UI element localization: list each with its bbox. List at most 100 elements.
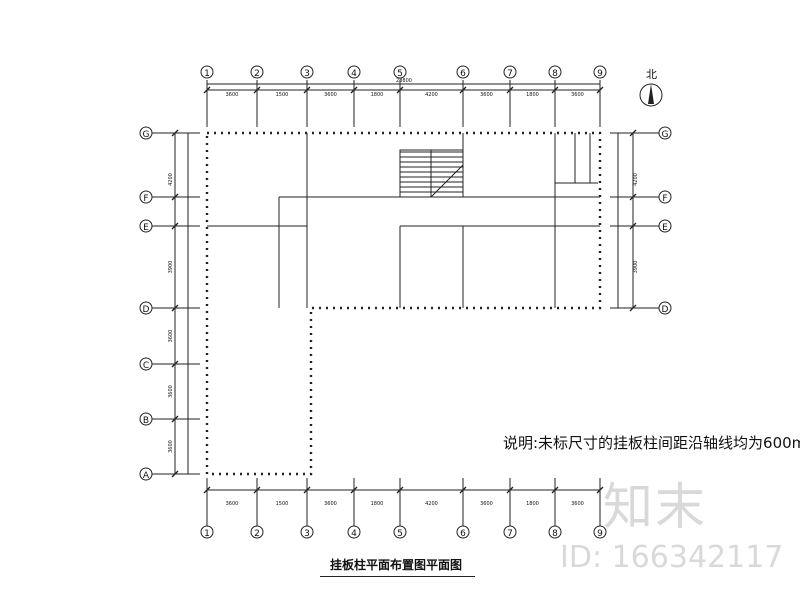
axis-label-bottom: 8 (552, 529, 558, 539)
axis-bubble-bottom (347, 525, 361, 539)
dimension-text-left: 3600 (168, 385, 174, 398)
axis-label-top: 2 (254, 69, 260, 79)
axis-label-left: B (143, 416, 149, 426)
dimension-text-bottom: 1800 (371, 501, 384, 507)
axis-label-bottom: 5 (397, 529, 403, 539)
axis-bubble-top (503, 65, 517, 79)
dimension-text-bottom: 3600 (226, 501, 239, 507)
title-underline (320, 576, 475, 577)
dimension-tick-right (629, 193, 637, 201)
axis-label-left: C (143, 361, 149, 371)
axis-bubble-top (548, 65, 562, 79)
dimension-text-bottom: 4200 (425, 501, 438, 507)
dimension-text-left: 3600 (168, 440, 174, 453)
axis-label-bottom: 1 (204, 529, 210, 539)
dimension-text-top: 3600 (480, 92, 493, 98)
dimension-text-left: 3900 (168, 261, 174, 274)
north-label: 北 (646, 68, 657, 81)
dimension-text-top: 4200 (425, 92, 438, 98)
axis-label-top: 9 (597, 69, 603, 79)
dimension-tick-bottom (396, 486, 404, 494)
axis-label-bottom: 3 (304, 529, 310, 539)
watermark-id: ID: 166342117 (560, 540, 784, 575)
axis-bubble-bottom (393, 525, 407, 539)
axis-bubble-left (139, 126, 153, 140)
axis-label-right: F (662, 194, 667, 204)
axis-label-left: D (143, 305, 150, 315)
axis-bubble-left (139, 357, 153, 371)
north-arrow: 北 (639, 68, 663, 107)
axis-label-top: 8 (552, 69, 558, 79)
dimension-tick-right (629, 222, 637, 230)
dimension-tick-left (171, 193, 179, 201)
axis-label-bottom: 2 (254, 529, 260, 539)
axis-bubble-top (456, 65, 470, 79)
dimension-text-right: 3900 (633, 261, 639, 274)
dimension-text-top-overall: 28800 (396, 78, 412, 84)
dimension-tick-bottom (303, 486, 311, 494)
axis-bubble-bottom (593, 525, 607, 539)
axis-bubble-bottom (503, 525, 517, 539)
dimension-tick-bottom (551, 486, 559, 494)
axis-bubble-right (658, 219, 672, 233)
axis-label-right: G (662, 130, 669, 140)
dimension-text-right: 4200 (633, 173, 639, 186)
dimension-tick-bottom (203, 486, 211, 494)
dimension-text-left: 3600 (168, 330, 174, 343)
dimension-tick-left (171, 470, 179, 478)
axis-bubble-left (139, 219, 153, 233)
dimension-tick-left (171, 222, 179, 230)
axis-bubble-left (139, 412, 153, 426)
axis-bubble-top (300, 65, 314, 79)
axis-bubble-left (139, 190, 153, 204)
dimension-tick-top (551, 86, 559, 94)
dimension-tick-top (396, 86, 404, 94)
axis-label-left: G (143, 130, 150, 140)
axis-bubble-top (347, 65, 361, 79)
axis-bubble-right (658, 126, 672, 140)
dimension-text-bottom: 3600 (571, 501, 584, 507)
drawing-note: 说明:未标尺寸的挂板柱间距沿轴线均为600mm (503, 434, 800, 452)
dimension-text-left: 4200 (168, 173, 174, 186)
north-pointer (648, 84, 654, 104)
axis-label-left: F (143, 194, 148, 204)
axis-label-top: 7 (507, 69, 513, 79)
dimension-text-bottom: 3600 (324, 501, 337, 507)
axis-bubble-bottom (300, 525, 314, 539)
dimension-text-bottom: 1800 (526, 501, 539, 507)
axis-bubble-top (393, 65, 407, 79)
dimension-text-bottom: 3600 (480, 501, 493, 507)
axis-label-top: 5 (397, 69, 403, 79)
axis-bubble-bottom (200, 525, 214, 539)
axis-label-right: D (662, 305, 669, 315)
building-outline (205, 131, 602, 476)
dimension-tick-bottom (596, 486, 604, 494)
dimension-tick-top (350, 86, 358, 94)
dimension-tick-top (596, 86, 604, 94)
axis-label-bottom: 7 (507, 529, 513, 539)
dimension-tick-top (303, 86, 311, 94)
axis-label-left: A (143, 471, 150, 481)
drawing-title: 挂板柱平面布置图平面图 (330, 558, 463, 572)
dimension-tick-bottom (506, 486, 514, 494)
dimension-text-top: 1800 (371, 92, 384, 98)
dimension-text-top: 1800 (526, 92, 539, 98)
dimension-tick-left (171, 304, 179, 312)
dimension-tick-top (506, 86, 514, 94)
dimension-tick-top (203, 86, 211, 94)
dimension-tick-right (629, 304, 637, 312)
dimension-tick-right (629, 129, 637, 137)
axis-bubble-bottom (456, 525, 470, 539)
axis-label-top: 6 (460, 69, 466, 79)
axis-label-bottom: 6 (460, 529, 466, 539)
axis-bubble-left (139, 467, 153, 481)
dimension-tick-left (171, 415, 179, 423)
dimension-tick-bottom (253, 486, 261, 494)
axis-bubble-right (658, 301, 672, 315)
axis-bubble-bottom (250, 525, 264, 539)
axis-label-right: E (662, 223, 668, 233)
axis-label-top: 1 (204, 69, 210, 79)
axis-bubble-top (200, 65, 214, 79)
dimension-text-bottom: 1500 (276, 501, 289, 507)
dimension-text-top: 1500 (276, 92, 289, 98)
